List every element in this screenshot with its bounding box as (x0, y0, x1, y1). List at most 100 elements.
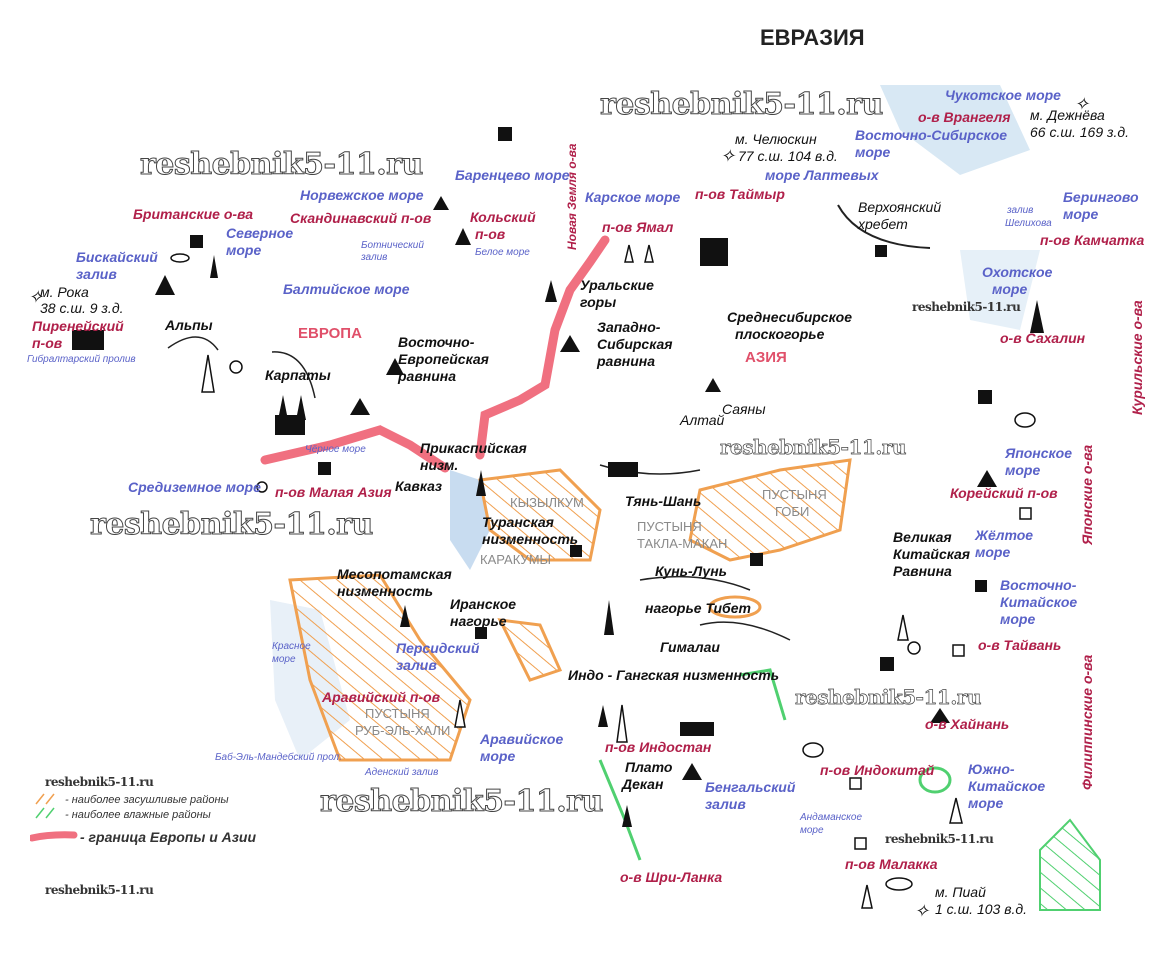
landform-label: Прикаспийская (420, 440, 527, 456)
peninsula-label: о-в Хайнань (925, 716, 1010, 732)
landform-label: Китайская (893, 546, 971, 562)
peninsula-label: о-в Шри-Ланка (620, 869, 723, 885)
landform-label: плоскогорье (735, 326, 825, 342)
turan-desert (478, 468, 602, 562)
continent-label: АЗИЯ (745, 349, 787, 366)
sea-label: море (992, 281, 1028, 297)
desert-label: ПУСТЫНЯ (365, 706, 430, 721)
wet-malay (1039, 818, 1101, 911)
wet-vietnam (918, 766, 952, 794)
sea-label: Средиземное море (128, 479, 261, 495)
peninsula-label: Аравийский п-ов (322, 689, 441, 705)
peninsula-label: о-в Тайвань (978, 637, 1062, 653)
landform-label: низменность (337, 583, 434, 599)
landform-label: горы (580, 294, 617, 310)
watermark: reshebnik5-11.ru (720, 435, 907, 459)
landform-label: низменность (482, 531, 579, 547)
peninsula-label: Кольский (470, 209, 536, 225)
sea-label: Андаманское (800, 812, 863, 823)
sea-label: Берингово (1063, 189, 1139, 205)
cape-coords: 66 с.ш. 169 з.д. (1030, 124, 1130, 140)
sea-label: море Лаптевых (765, 167, 879, 183)
landform-label: Альпы (165, 317, 213, 333)
verkhoyansk-ridge (837, 204, 931, 249)
landform-label: Плато (625, 759, 673, 775)
cape-label: м. Рока (40, 284, 89, 300)
sea-label: море (968, 795, 1004, 811)
peninsula-label: п-ов (32, 335, 63, 351)
legend-wet-swatch (35, 807, 55, 819)
sea-label: Охотское (982, 264, 1053, 280)
watermark: reshebnik5-11.ru (795, 685, 982, 709)
sea-label: море (855, 144, 891, 160)
peninsula-label: о-в Врангеля (918, 109, 1011, 125)
legend-border-swatch (30, 831, 78, 842)
gobi-desert (688, 458, 852, 562)
peninsula-label: п-ов Малакка (845, 856, 938, 872)
landform-label: Сибирская (597, 336, 673, 352)
landform-label: Уральские (580, 277, 654, 293)
legend-dry-swatch (35, 793, 55, 805)
okhotsk-sea-area (960, 250, 1040, 330)
landform-label: хребет (858, 216, 908, 232)
peninsula-label: Новая Земля о-ва (565, 143, 579, 250)
cape-label: м. Пиай (935, 884, 986, 900)
peninsula-label: п-ов (475, 226, 506, 242)
peninsula-label: п-ов Индостан (605, 739, 712, 755)
peninsula-label: Скандинавский п-ов (290, 210, 432, 226)
sea-label: Шелихова (1005, 218, 1052, 229)
landform-label: Гималаи (660, 639, 720, 655)
desert-label: ТАКЛА-МАКАН (637, 536, 728, 551)
sea-label: Чёрное море (305, 444, 366, 455)
sea-label: Аденский залив (365, 767, 439, 778)
svg-text:✧: ✧ (720, 146, 736, 166)
sea-label: Баб-Эль-Мандебский прол. (215, 752, 342, 763)
sea-label: Бенгальский (705, 779, 796, 795)
arabian-desert (288, 573, 472, 762)
landform-label: Великая (893, 529, 952, 545)
landform-label: Иранское (450, 596, 517, 612)
landform-label: Декан (622, 776, 664, 792)
legend-swatches (30, 793, 78, 842)
svg-text:✧: ✧ (914, 901, 930, 921)
cape-label: м. Челюскин (735, 131, 817, 147)
sea-label: залив (76, 266, 117, 282)
peninsula-label: Филиппинские о-ва (1079, 654, 1095, 790)
sea-label: Балтийское море (283, 281, 410, 297)
sea-label: Бискайский (76, 249, 158, 265)
sea-label: Жёлтое (975, 527, 1034, 543)
sea-label: залив (396, 657, 437, 673)
himalaya-ridge (699, 621, 791, 641)
landform-label: равнина (597, 353, 656, 369)
desert-label: ПУСТЫНЯ (762, 487, 827, 502)
sea-label: море (975, 544, 1011, 560)
watermark: reshebnik5-11.ru (912, 300, 1021, 314)
sea-label: Красное (272, 641, 311, 652)
landform-label: Туранская (482, 514, 554, 530)
map-title: ЕВРАЗИЯ (760, 25, 865, 50)
peninsula-label: п-ов Камчатка (1040, 232, 1145, 248)
kunlun-ridge (639, 575, 751, 591)
chukchi-sea-area (880, 85, 1030, 175)
landform-label: Карпаты (265, 367, 331, 383)
sea-label: Норвежское море (300, 187, 424, 203)
landform-label: Европейская (398, 351, 489, 367)
svg-text:✧: ✧ (28, 287, 44, 307)
peninsula-label: Японские о-ва (1079, 444, 1095, 545)
landform-label: равнина (398, 368, 457, 384)
sea-label: море (272, 654, 296, 665)
sea-label: Восточно- (1000, 577, 1077, 593)
sea-label: Ботнический (361, 240, 424, 251)
desert-label: ПУСТЫНЯ (637, 519, 702, 534)
watermark: reshebnik5-11.ru (45, 775, 154, 789)
desert-label: КАРАКУМЫ (480, 552, 552, 567)
sea-label: Китайское (968, 778, 1046, 794)
tibet-desert (708, 595, 762, 619)
landform-label: Алтай (680, 412, 725, 428)
mineral-symbols (72, 127, 1044, 827)
legend-wet-label: - наиболее влажные районы (65, 809, 211, 821)
carpathians-ridge (271, 351, 316, 399)
landform-label: Равнина (893, 563, 952, 579)
watermark: reshebnik5-11.ru (90, 507, 374, 542)
